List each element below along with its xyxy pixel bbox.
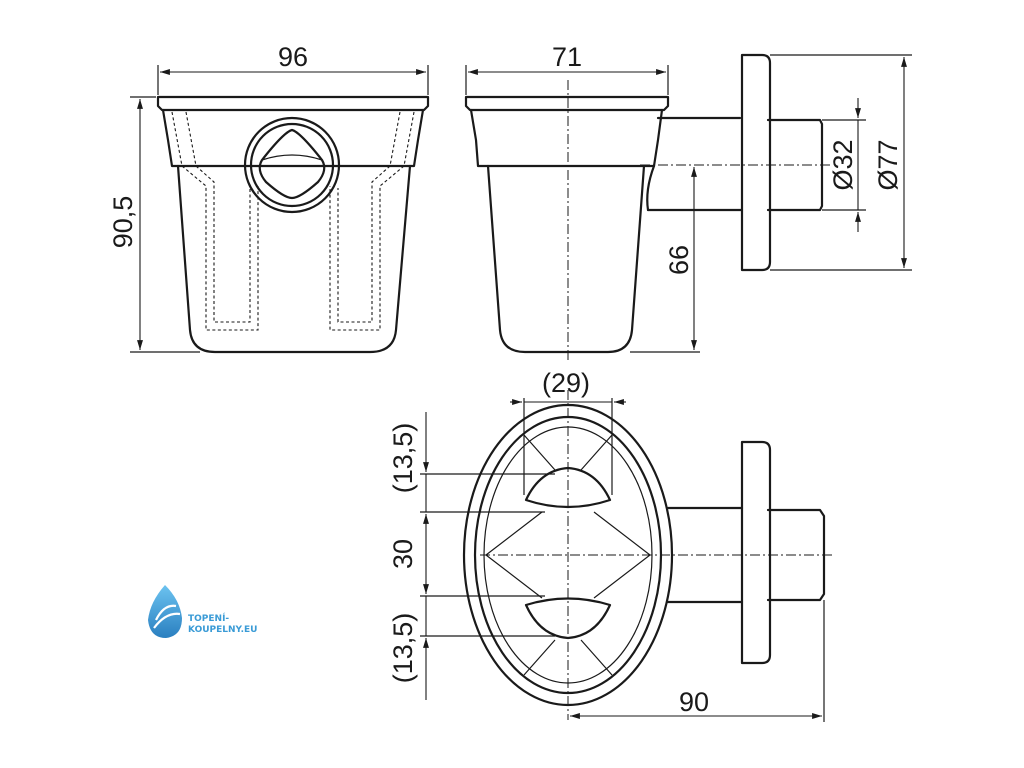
dim-flange-diameter: Ø77	[770, 54, 912, 271]
dim-side-width: 71	[465, 42, 669, 95]
dim-inner-diameter: Ø32	[822, 98, 866, 232]
dim-label-96: 96	[278, 42, 308, 72]
dim-outlet-length: 90	[570, 600, 825, 722]
dim-label-30: 30	[388, 539, 418, 569]
front-view	[156, 95, 430, 354]
logo-drop-icon	[148, 585, 182, 638]
dim-label-90: 90	[679, 687, 709, 717]
dim-label-29: (29)	[542, 368, 590, 398]
logo-line-1: TOPENÍ-	[188, 614, 230, 624]
dim-label-13-5-upper: (13,5)	[388, 423, 418, 494]
logo-line-2: KOUPELNY.EU	[188, 625, 258, 635]
dim-top-width: 96	[157, 42, 429, 95]
side-view	[464, 53, 830, 360]
dim-label-d77: Ø77	[873, 139, 903, 190]
logo-text: TOPENÍ- KOUPELNY.EU	[188, 614, 257, 636]
dim-label-d32: Ø32	[828, 139, 858, 190]
dim-label-90-5: 90,5	[108, 196, 138, 249]
dim-label-13-5-lower: (13,5)	[388, 613, 418, 684]
dim-vertical-chain: (13,5) 30 (13,5)	[388, 412, 555, 700]
dim-label-66: 66	[664, 245, 694, 275]
dim-grate-width: (29)	[510, 368, 626, 495]
dim-label-71: 71	[552, 42, 582, 72]
dim-height: 90,5	[108, 96, 200, 353]
dim-outlet-height: 66	[630, 167, 700, 353]
top-view	[462, 390, 832, 720]
